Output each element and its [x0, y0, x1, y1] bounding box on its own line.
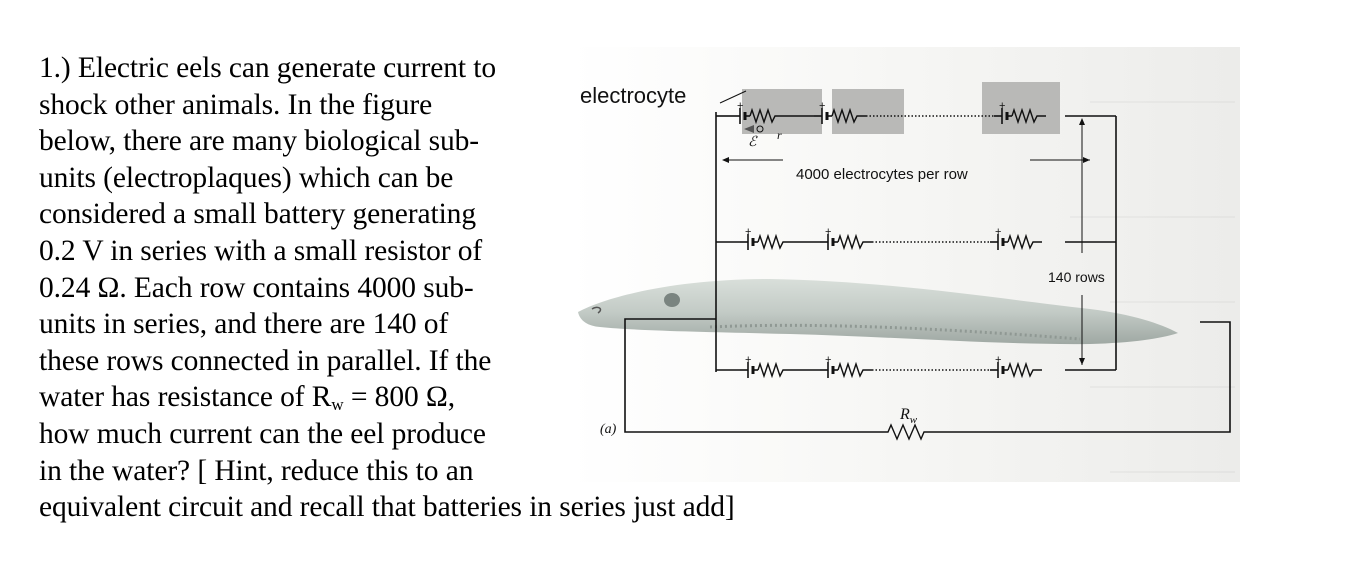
rw-text-suffix: = 800 Ω,	[343, 381, 455, 414]
eel-illustration	[578, 279, 1178, 345]
problem-line-4: units (electroplaques) which can be	[39, 161, 454, 194]
per-row-label: 4000 electrocytes per row	[796, 166, 968, 183]
emf-marker: ℰ r	[744, 125, 782, 150]
problem-line-13: equivalent circuit and recall that batte…	[39, 491, 735, 524]
problem-line-11: how much current can the eel produce	[39, 417, 486, 450]
rw-label: Rw	[899, 406, 918, 426]
right-water-wire	[930, 321, 1231, 433]
plus-r3-c3: +	[995, 354, 1001, 366]
problem-statement: 1.) Electric eels can generate current t…	[39, 50, 735, 526]
problem-line-10: water has resistance of Rw = 800 Ω,	[39, 379, 735, 416]
circuit-wires	[624, 112, 1231, 433]
eel-fin	[709, 323, 1081, 341]
problem-line-8: units in series, and there are 140 of	[39, 308, 449, 341]
emf-node-icon	[756, 125, 764, 133]
figure-background	[570, 47, 1240, 482]
plus-r2-c2: +	[825, 226, 831, 238]
electrocyte-pointer	[719, 90, 747, 104]
water-resistor: Rw	[880, 406, 930, 441]
eel-circuit-figure: electrocyte	[570, 47, 1240, 482]
plus-signs: + + + + + + + + +	[737, 100, 1005, 366]
faded-background-text	[1070, 101, 1235, 473]
plus-r1-c1: +	[737, 100, 743, 112]
water-resistor-symbol	[880, 423, 930, 441]
eel-circuit-svg: electrocyte	[570, 47, 1240, 482]
emf-label: ℰ	[748, 135, 758, 150]
emf-arrow-icon	[744, 125, 754, 133]
plus-r2-c1: +	[745, 226, 751, 238]
problem-line-9: these rows connected in parallel. If the	[39, 344, 492, 377]
battery-row-3	[738, 360, 1044, 380]
problem-line-12: in the water? [ Hint, reduce this to an	[39, 454, 474, 487]
part-label: (a)	[600, 422, 617, 437]
plus-r3-c2: +	[825, 354, 831, 366]
problem-line-5: considered a small battery generating	[39, 198, 476, 231]
problem-line-7: 0.24 Ω. Each row contains 4000 sub-	[39, 271, 474, 304]
eel-body	[578, 279, 1178, 345]
plus-r3-c1: +	[745, 354, 751, 366]
electrocyte-label: electrocyte	[580, 83, 686, 108]
electrocyte-boxes	[742, 82, 1060, 134]
plus-r1-c2: +	[819, 100, 825, 112]
plus-r2-c3: +	[995, 226, 1001, 238]
rw-label-main: R	[899, 406, 910, 423]
rows-label: 140 rows	[1048, 269, 1105, 285]
rw-text-prefix: water has resistance of R	[39, 381, 332, 414]
electrocyte-box-3	[982, 82, 1060, 134]
problem-line-3: below, there are many biological sub-	[39, 125, 480, 158]
problem-line-6: 0.2 V in series with a small resistor of	[39, 234, 483, 267]
battery-row-1	[730, 106, 1048, 126]
eel-mouth	[591, 306, 602, 314]
rw-text-subscript: w	[331, 395, 344, 415]
problem-line-1: 1.) Electric eels can generate current t…	[39, 52, 496, 84]
rw-label-sub: w	[910, 414, 918, 426]
eel-eye	[664, 293, 680, 307]
r-label: r	[777, 128, 782, 142]
electrocyte-box-1	[742, 89, 822, 134]
problem-line-2: shock other animals. In the figure	[39, 88, 433, 121]
left-water-wire	[624, 318, 880, 433]
battery-row-2	[738, 232, 1044, 252]
electrocyte-box-2	[832, 89, 904, 134]
plus-r1-c3: +	[999, 100, 1005, 112]
